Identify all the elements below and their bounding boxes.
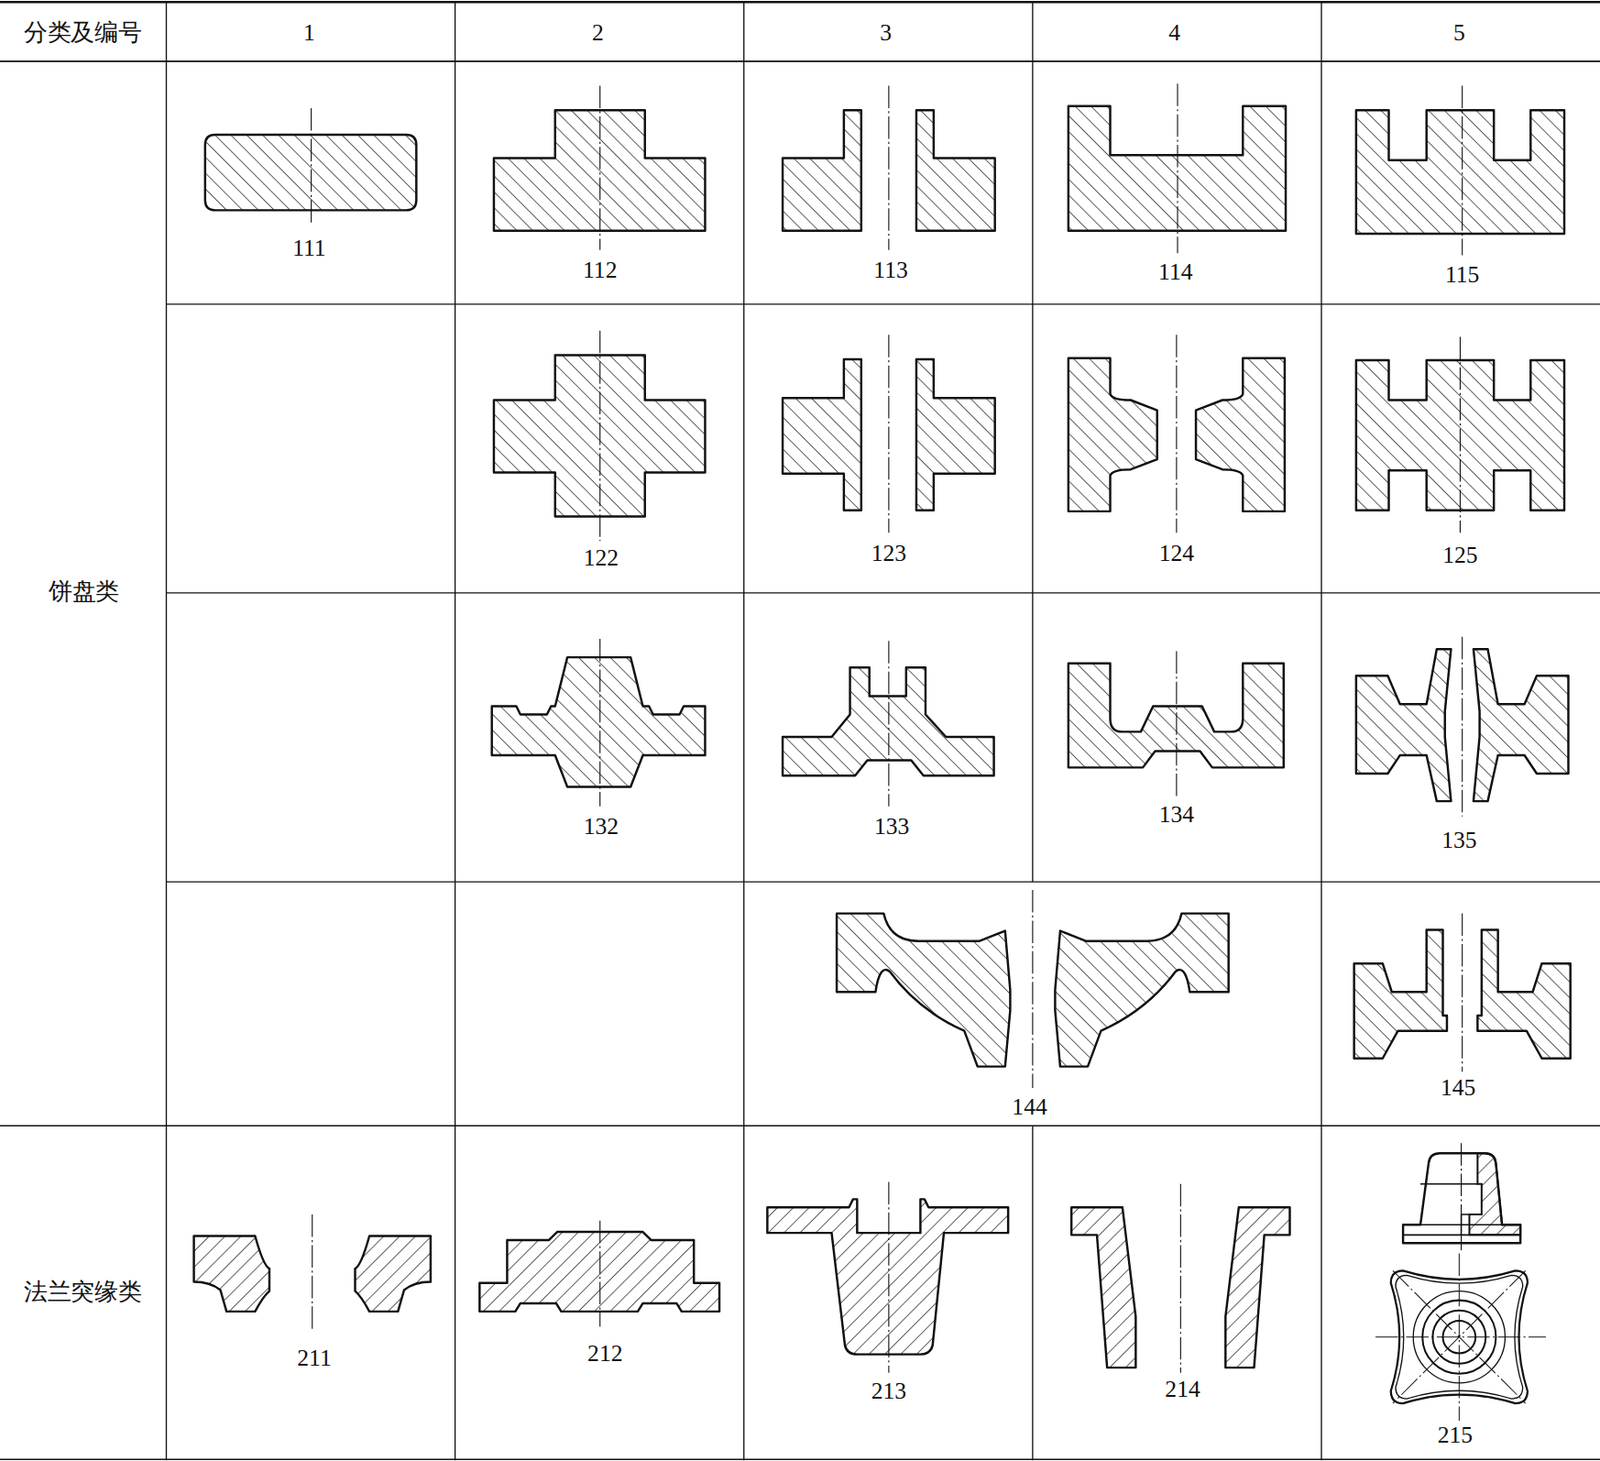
section-outline [1054,913,1228,1067]
section-outline [492,657,706,787]
header-cell: 分类及编号 [23,20,142,46]
center-line [1180,1183,1182,1373]
section-outline [1195,358,1285,512]
section-outline [1468,1152,1521,1235]
center-line [311,1214,313,1332]
section-outline [916,359,996,511]
center-line [1175,334,1177,533]
section-outline [782,359,862,511]
center-line [1175,650,1177,796]
grid-line [166,303,1600,305]
section-outline [836,913,1010,1067]
callout-number: 215 [1437,1422,1473,1448]
center-line [310,108,312,223]
center-line [599,638,601,807]
center-line [887,640,889,806]
part-215-views [1375,1142,1546,1421]
callout-number: 113 [873,257,908,284]
section-outline [782,109,862,231]
callout-number: 145 [1440,1074,1476,1101]
center-line [1176,83,1178,253]
section-outline [1477,929,1570,1058]
center-line [1461,913,1463,1073]
column-number: 1 [303,20,316,46]
center-line [1461,86,1463,256]
callout-number: 122 [583,545,619,571]
callout-number: 114 [1158,259,1193,285]
center-line [887,334,889,533]
outline-line [1420,1183,1478,1185]
section-outline [916,109,996,231]
column-number: 5 [1453,20,1466,46]
center-line [1392,1270,1526,1403]
grid-line [166,880,1600,882]
section-outline [767,1198,1009,1354]
callout-number: 111 [292,235,327,262]
grid-line [0,60,1600,63]
outline-line [1461,1213,1470,1216]
callout-number: 214 [1164,1375,1200,1402]
callout-number: 135 [1441,826,1477,853]
section-outline [1225,1206,1290,1368]
grid-line [743,1,745,1460]
grid-line [1031,1125,1033,1460]
section-outline [1356,109,1565,234]
section-outline [1356,648,1452,801]
callout-number: 213 [871,1378,907,1404]
callout-number: 124 [1159,539,1195,566]
column-number: 3 [879,20,892,46]
center-line [1031,889,1033,1088]
center-line [599,1220,601,1327]
section-outline [1071,1206,1136,1368]
section-outline [1473,648,1569,801]
category-cell: 法兰突缘类 [23,1279,142,1305]
grid-line [0,1124,1600,1127]
section-outline [1354,929,1447,1058]
center-line [599,86,601,251]
section-outline [205,134,417,210]
callout-number: 133 [874,813,910,840]
section-outline [355,1235,431,1311]
callout-number: 134 [1159,801,1195,828]
callout-number: 112 [582,257,617,284]
section-outline [1068,358,1158,512]
center-line [1460,1142,1462,1250]
callout-number: 212 [587,1339,623,1366]
center-line [1375,1336,1546,1337]
center-line [1461,636,1463,817]
section-outline [194,1235,270,1311]
column-number: 4 [1168,20,1181,46]
grid-line [165,1,167,1460]
center-line [887,86,889,251]
center-line [1459,336,1461,533]
callout-number: 123 [871,539,907,566]
forging-sections [194,83,1571,1372]
category-cell: 饼盘类 [48,579,120,605]
grid-line [0,0,1600,3]
callout-number: 115 [1445,261,1480,287]
grid-line [1031,1,1033,882]
grid-line [454,1,456,1460]
grid-line [0,1458,1600,1461]
center-line [887,1181,889,1372]
center-line [1392,1270,1526,1403]
callout-number: 132 [583,813,619,840]
callout-number: 125 [1442,542,1478,569]
elevation-outline [1402,1152,1521,1243]
column-number: 2 [591,20,604,46]
grid-line [166,591,1600,593]
grid-line [1320,1,1322,1460]
callout-number: 211 [296,1345,331,1371]
callout-number: 144 [1011,1094,1047,1120]
center-line [599,330,601,541]
